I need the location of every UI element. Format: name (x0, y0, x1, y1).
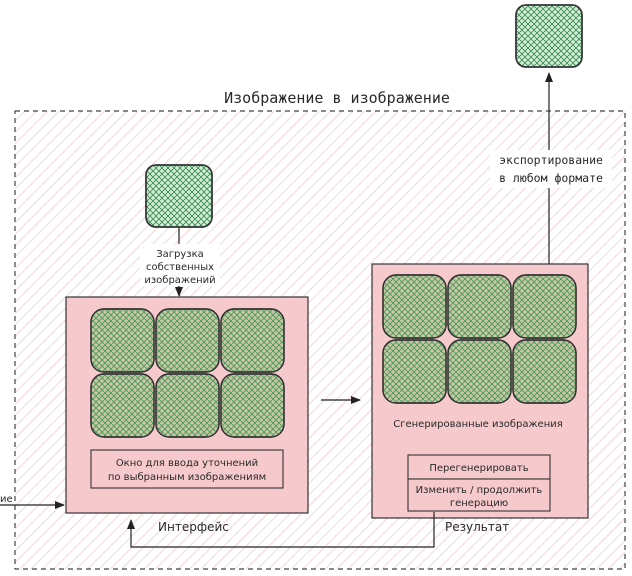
result-tile-3[interactable] (512, 274, 577, 339)
result-tile-1[interactable] (382, 274, 447, 339)
result-tile-4[interactable] (382, 339, 447, 404)
upload-image-icon (145, 164, 213, 228)
refine-input-box[interactable] (90, 449, 284, 489)
result-tile-2[interactable] (447, 274, 512, 339)
export-label-line1: экспортирование (499, 153, 603, 167)
interface-tile-2[interactable] (155, 308, 220, 373)
export-label-line2: в любом формате (499, 171, 603, 185)
exported-image-icon (515, 4, 583, 68)
upload-label-line1: Загрузка (156, 249, 204, 260)
feedback-loop-line (127, 512, 435, 548)
interface-tile-6[interactable] (220, 373, 285, 438)
result-tiles (382, 274, 577, 404)
interface-tile-3[interactable] (220, 308, 285, 373)
modify-continue-line1: Изменить / продолжить (416, 485, 543, 496)
interface-tile-1[interactable] (90, 308, 155, 373)
main-frame (14, 110, 626, 570)
diagram-title: Изображение в изображение (224, 89, 450, 107)
interface-tile-4[interactable] (90, 373, 155, 438)
regenerate-button[interactable] (407, 454, 551, 480)
result-tile-6[interactable] (512, 339, 577, 404)
modify-continue-button[interactable] (407, 478, 551, 512)
refine-input-line1: Окно для ввода уточнений (116, 458, 258, 469)
interface-tiles (90, 308, 285, 438)
result-label: Результат (445, 520, 509, 534)
generated-images-caption: Сгенерированные изображения (393, 419, 563, 430)
result-tile-5[interactable] (447, 339, 512, 404)
upload-label-bg (140, 244, 220, 286)
refine-input-line2: по выбранным изображениям (108, 472, 266, 483)
regenerate-button-label: Перегенерировать (429, 463, 528, 474)
upload-label-line2: собственных (146, 262, 214, 273)
upload-label-line3: изображений (144, 275, 215, 286)
export-label-bg (490, 150, 612, 188)
left-input-label-fragment: ие (0, 494, 13, 505)
interface-tile-5[interactable] (155, 373, 220, 438)
interface-label: Интерфейс (158, 520, 229, 534)
modify-continue-line2: генерацию (450, 498, 508, 509)
